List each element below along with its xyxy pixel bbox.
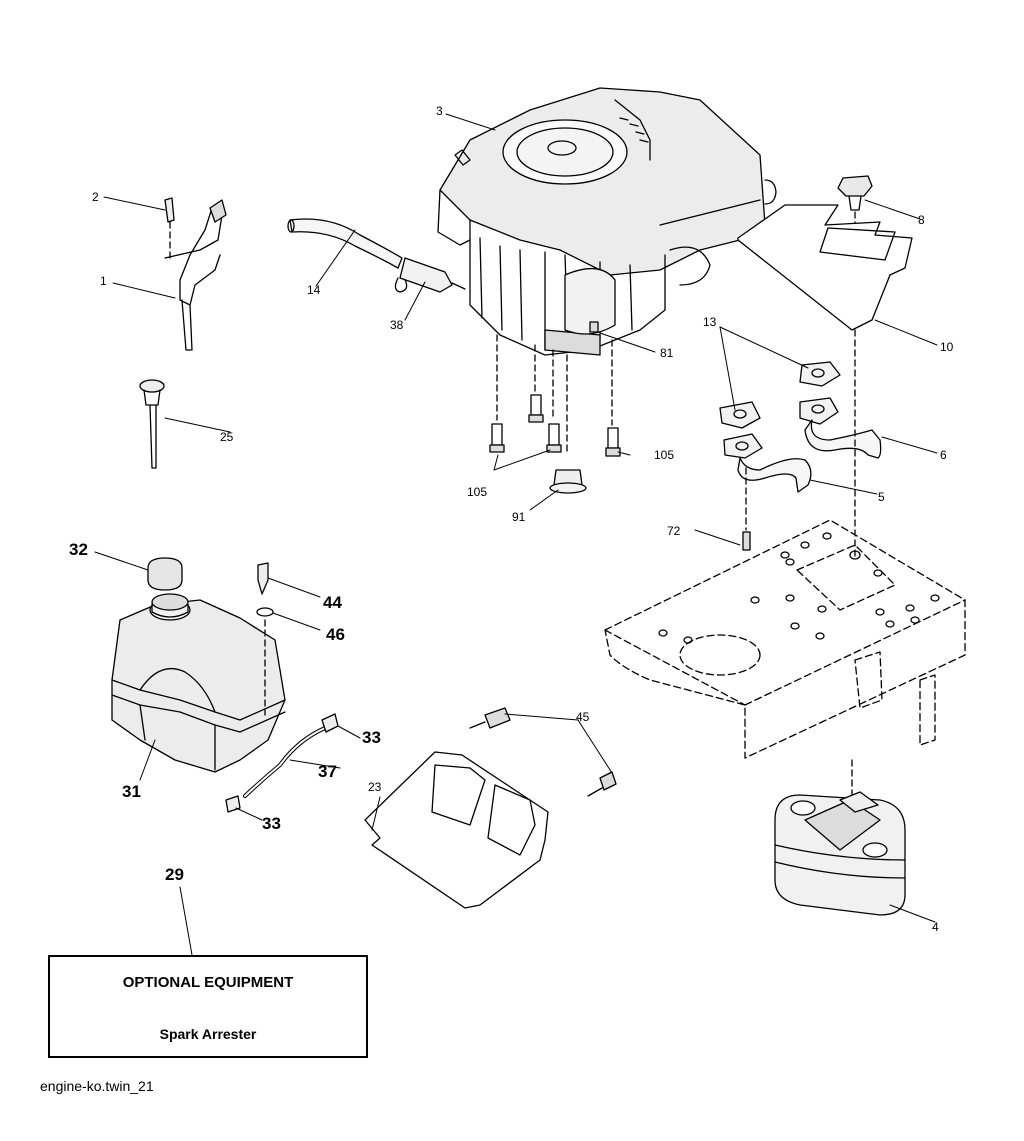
heat-shield-drawing: [737, 175, 913, 331]
dipstick-drawing: [139, 379, 165, 469]
callout-6: 6: [940, 448, 947, 462]
diagram-caption: engine-ko.twin_21: [40, 1078, 154, 1094]
throttle-control-drawing: [164, 197, 227, 351]
callout-8: 8: [918, 213, 925, 227]
frame-holes: [658, 532, 940, 644]
callout-37: 37: [318, 762, 337, 781]
fuel-hose-drawing: [287, 218, 466, 293]
exhaust-pipes-drawing: [719, 329, 882, 561]
callout-14: 14: [307, 283, 321, 297]
callout-45: 45: [576, 710, 590, 724]
callout-105-left: 105: [467, 485, 488, 499]
fuel-tank-drawing: [111, 557, 286, 773]
engine-bolts-drawing: [489, 321, 621, 494]
callout-81: 81: [660, 346, 674, 360]
optional-equipment-title: OPTIONAL EQUIPMENT: [122, 974, 294, 991]
callout-32: 32: [69, 540, 88, 559]
bracket-drawing: [364, 707, 617, 909]
muffler-drawing: [774, 759, 906, 916]
callout-3: 3: [436, 104, 443, 118]
callout-33-bottom: 33: [262, 814, 281, 833]
callout-44: 44: [323, 593, 342, 612]
spark-arrester-label: Spark Arrester: [159, 1026, 257, 1042]
fuel-line-drawing: [225, 562, 339, 813]
callout-105-right: 105: [654, 448, 675, 462]
callout-25: 25: [220, 430, 234, 444]
callout-1: 1: [100, 274, 107, 288]
callout-2: 2: [92, 190, 99, 204]
callout-23: 23: [368, 780, 382, 794]
callout-91: 91: [512, 510, 526, 524]
callout-29: 29: [165, 865, 184, 884]
engine-drawing: [437, 87, 777, 356]
callout-10: 10: [940, 340, 954, 354]
callout-13: 13: [703, 315, 717, 329]
callout-46: 46: [326, 625, 345, 644]
callout-33-top: 33: [362, 728, 381, 747]
callout-4: 4: [932, 920, 939, 934]
callout-31: 31: [122, 782, 141, 801]
optional-equipment-box: OPTIONAL EQUIPMENT Spark Arrester: [48, 955, 368, 1058]
callout-72: 72: [667, 524, 681, 538]
leader-lines: [94, 113, 938, 956]
engine-frame-drawing: [604, 519, 966, 759]
callout-38: 38: [390, 318, 404, 332]
callout-5: 5: [878, 490, 885, 504]
